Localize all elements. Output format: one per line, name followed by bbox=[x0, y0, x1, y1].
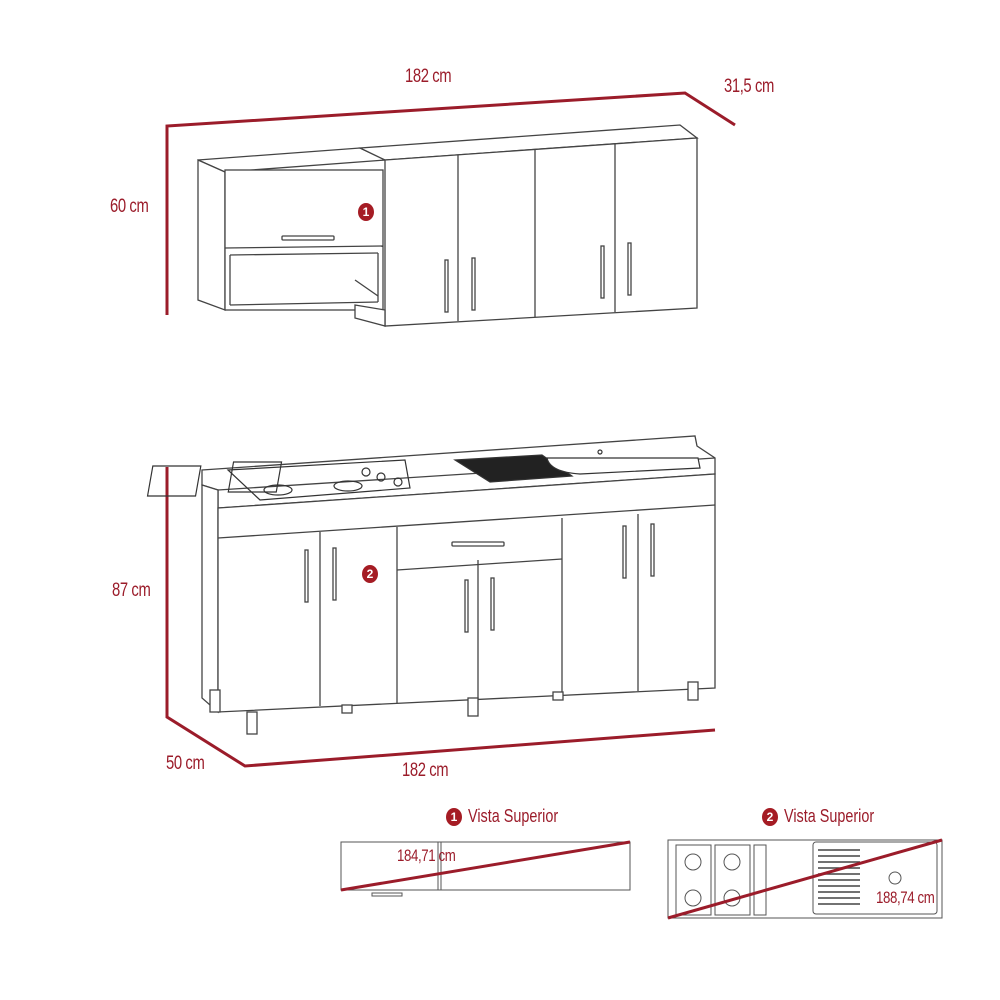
upper-cabinet-badge: 1 bbox=[358, 203, 374, 221]
upper-height-label: 60 cm bbox=[110, 196, 149, 217]
upper-depth-label: 31,5 cm bbox=[724, 76, 774, 97]
diagonal-line-1 bbox=[340, 840, 631, 892]
stove-burners bbox=[146, 459, 411, 501]
base-cabinet-badge: 2 bbox=[362, 565, 378, 583]
base-dimension-lines bbox=[165, 467, 716, 768]
top-view-2-title: 2 Vista Superior bbox=[762, 806, 897, 827]
top-view-2-badge: 2 bbox=[762, 807, 778, 826]
top-view-1-diagonal-label: 184,71 cm bbox=[397, 846, 456, 865]
top-view-2-title-text: Vista Superior bbox=[784, 806, 875, 826]
base-width-label: 182 cm bbox=[402, 760, 449, 781]
upper-width-label: 182 cm bbox=[405, 66, 452, 87]
upper-cabinet bbox=[197, 124, 699, 327]
top-view-2-diagonal-label: 188,74 cm bbox=[876, 888, 935, 907]
base-cabinet bbox=[201, 435, 716, 735]
top-view-1-badge: 1 bbox=[446, 807, 462, 826]
base-height-label: 87 cm bbox=[112, 580, 151, 601]
top-view-1-title-text: Vista Superior bbox=[468, 806, 559, 826]
base-depth-label: 50 cm bbox=[166, 753, 205, 774]
sink bbox=[453, 449, 701, 483]
upper-dimension-lines bbox=[165, 91, 736, 315]
top-view-1-title: 1 Vista Superior bbox=[446, 806, 581, 827]
diagonal-line-2 bbox=[667, 838, 943, 920]
